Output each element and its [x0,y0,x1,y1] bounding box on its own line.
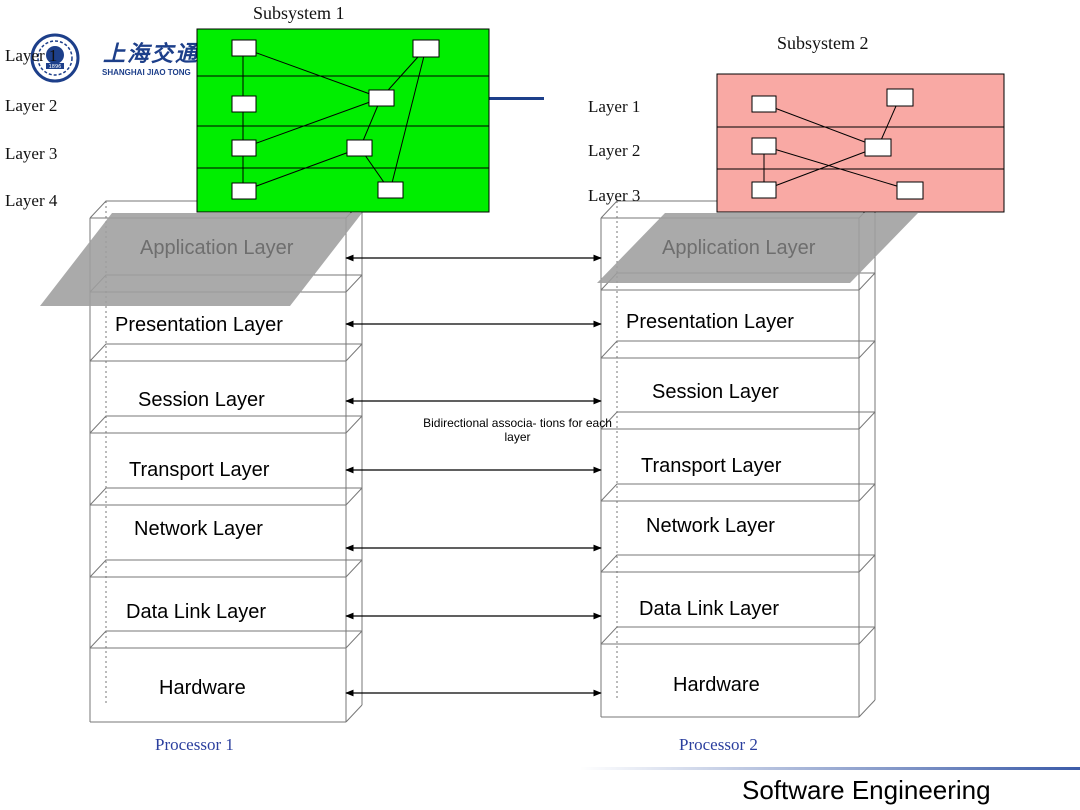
subsystem-2-box [716,73,1005,213]
processor-2-hardware: Hardware [673,674,760,696]
processor-2-application-layer: Application Layer [662,237,816,259]
subsystem-2-layer-3-label: Layer 3 [588,186,641,205]
footer-title: Software Engineering [742,775,991,805]
subsystem-1-title: Subsystem 1 [253,3,345,23]
footer-rule [580,767,1080,770]
processor-1-application-plane [40,213,362,306]
subsystem-1-layer-3-label: Layer 3 [5,144,58,163]
processor-2-application-plane [597,213,918,283]
logo-english-name: SHANGHAI JIAO TONG [102,68,191,77]
processor-1-label: Processor 1 [155,735,234,754]
processor-1-session-layer: Session Layer [138,389,265,411]
association-arrows [345,254,602,697]
processor-1-hardware: Hardware [159,677,246,699]
processor-1-network-layer: Network Layer [134,518,263,540]
header-rule [455,97,544,100]
processor-2-network-layer: Network Layer [646,515,775,537]
university-seal-logo: 1896 [30,33,80,83]
subsystem-1-layer-2-label: Layer 2 [5,96,58,115]
processor-1-application-layer: Application Layer [140,237,294,259]
processor-2-session-layer: Session Layer [652,381,779,403]
subsystem-1-box [196,28,490,213]
logo-chinese-name: 上海交通 [103,41,200,66]
subsystem-2-layer-2-label: Layer 2 [588,141,641,160]
seal-year: 1896 [49,64,62,70]
processor-1-presentation-layer: Presentation Layer [115,314,283,336]
processor-2-label: Processor 2 [679,735,758,754]
subsystem-2-title: Subsystem 2 [777,33,869,53]
processor-2-separators [600,272,876,645]
subsystem-1-layer-4-label: Layer 4 [5,191,58,210]
processor-2-presentation-layer: Presentation Layer [626,311,794,333]
processor-1-transport-layer: Transport Layer [129,459,270,481]
processor-2-data-link-layer: Data Link Layer [639,598,780,620]
subsystem-2-nodes [751,88,924,200]
subsystem-1-layer-1-label: Layer 1 [5,46,58,65]
association-note: Bidirectional associa- tions for each la… [423,416,612,444]
processor-1-data-link-layer: Data Link Layer [126,601,267,623]
subsystem-1-nodes [231,39,440,200]
subsystem-2-layer-1-label: Layer 1 [588,97,641,116]
processor-2-transport-layer: Transport Layer [641,455,782,477]
